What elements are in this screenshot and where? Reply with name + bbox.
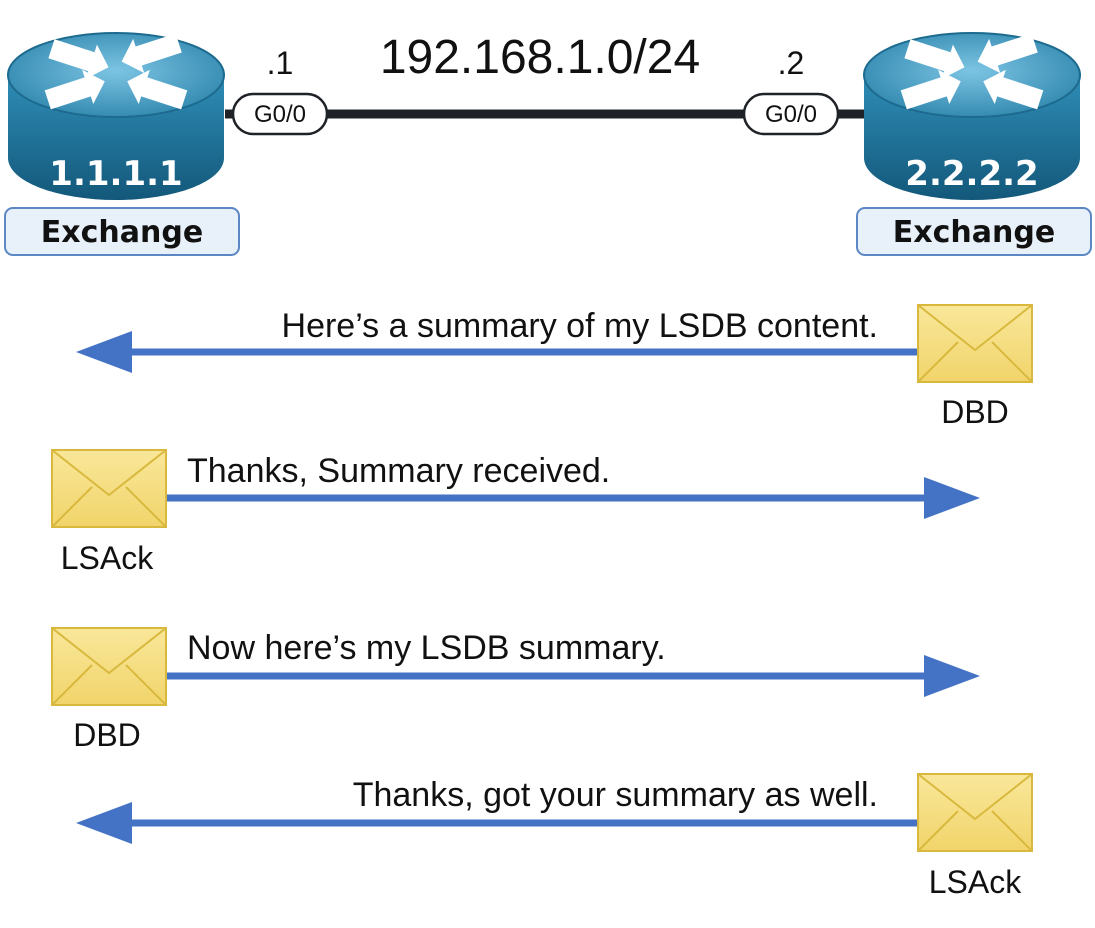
router-1[interactable]: 1.1.1.1 [7,26,225,200]
neighbor-state-label: Exchange [41,215,203,250]
address-suffix-r1: .1 [267,45,294,81]
message-text: Here’s a summary of my LSDB content. [282,307,878,345]
router-id-label: 2.2.2.2 [905,154,1038,194]
packet-label: LSAck [61,540,154,576]
neighbor-state-label: Exchange [893,215,1055,250]
arrow-head [924,477,980,519]
address-suffix-r2: .2 [778,45,805,81]
interface-badge-r2: G0/0 [742,92,840,136]
message-4: Thanks, got your summary as well. LSAck [76,773,1033,900]
message-2: Thanks, Summary received. LSAck [51,449,980,576]
interface-badge-r1: G0/0 [231,92,329,136]
message-text: Thanks, got your summary as well. [353,776,878,814]
message-text: Now here’s my LSDB summary. [187,629,666,667]
router-id-label: 1.1.1.1 [49,154,182,194]
envelope-icon [51,627,167,706]
packet-label: DBD [941,394,1009,430]
router-2[interactable]: 2.2.2.2 [863,26,1081,200]
arrow-head [76,331,132,373]
arrow-head [924,655,980,697]
interface-label: G0/0 [765,101,817,128]
envelope-icon [917,773,1033,852]
state-box-r1: Exchange [4,207,240,256]
interface-label: G0/0 [254,101,306,128]
envelope-icon [917,304,1033,383]
packet-label: LSAck [929,864,1022,900]
message-text: Thanks, Summary received. [187,452,610,490]
message-1: Here’s a summary of my LSDB content. DBD [76,304,1033,430]
router-icon [863,32,1081,200]
state-box-r2: Exchange [856,207,1092,256]
router-icon [7,32,225,200]
arrow-head [76,802,132,844]
envelope-icon [51,449,167,528]
subnet-label: 192.168.1.0/24 [380,31,700,84]
packet-label: DBD [73,717,141,753]
message-3: Now here’s my LSDB summary. DBD [51,627,980,753]
